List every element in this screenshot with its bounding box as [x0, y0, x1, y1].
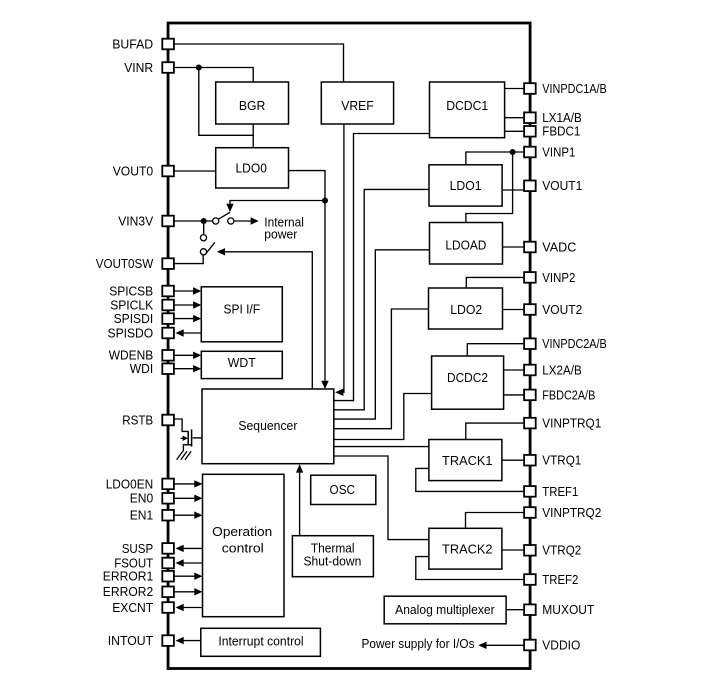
svg-text:LDO1: LDO1 [450, 178, 482, 193]
svg-text:VOUT0SW: VOUT0SW [96, 256, 154, 271]
svg-text:FSOUT: FSOUT [114, 555, 153, 570]
svg-text:VIN3V: VIN3V [118, 213, 153, 228]
svg-text:EN1: EN1 [130, 508, 154, 523]
svg-text:RSTB: RSTB [122, 412, 153, 427]
svg-text:Interrupt control: Interrupt control [218, 634, 303, 649]
svg-text:LDO0: LDO0 [235, 161, 267, 176]
svg-text:VOUT1: VOUT1 [542, 178, 582, 193]
svg-text:VINPTRQ2: VINPTRQ2 [542, 505, 601, 520]
svg-text:FBDC1: FBDC1 [542, 124, 580, 139]
svg-text:VTRQ1: VTRQ1 [542, 453, 581, 468]
svg-text:BUFAD: BUFAD [112, 36, 153, 51]
svg-text:BGR: BGR [239, 98, 266, 113]
svg-text:VINPDC2A/B: VINPDC2A/B [542, 336, 607, 351]
svg-text:Operation: Operation [212, 524, 272, 539]
svg-text:VINPDC1A/B: VINPDC1A/B [542, 81, 607, 96]
svg-text:TREF2: TREF2 [542, 572, 578, 587]
svg-text:FBDC2A/B: FBDC2A/B [542, 387, 595, 402]
svg-text:ERROR1: ERROR1 [103, 569, 153, 584]
svg-text:WDI: WDI [130, 361, 154, 376]
svg-text:DCDC1: DCDC1 [446, 98, 488, 113]
svg-text:Sequencer: Sequencer [238, 418, 298, 433]
svg-text:WDT: WDT [228, 355, 256, 370]
svg-text:EXCNT: EXCNT [112, 600, 153, 615]
svg-text:VINR: VINR [124, 60, 153, 75]
svg-text:VTRQ2: VTRQ2 [542, 543, 581, 558]
svg-text:LX2A/B: LX2A/B [542, 362, 582, 377]
svg-text:VINP1: VINP1 [542, 144, 575, 159]
svg-text:VINP2: VINP2 [542, 270, 575, 285]
svg-text:Internal: Internal [264, 214, 304, 229]
svg-text:LX1A/B: LX1A/B [542, 110, 582, 125]
svg-text:EN0: EN0 [130, 491, 154, 506]
svg-text:OSC: OSC [330, 482, 356, 497]
svg-text:VADC: VADC [542, 239, 576, 254]
svg-text:SPI I/F: SPI I/F [224, 301, 261, 316]
svg-text:Thermal: Thermal [311, 541, 355, 556]
svg-text:INTOUT: INTOUT [108, 633, 154, 648]
svg-text:LDO0EN: LDO0EN [106, 476, 154, 491]
svg-text:WDENB: WDENB [109, 348, 154, 363]
svg-text:SPICSB: SPICSB [109, 283, 153, 298]
svg-text:SPISDI: SPISDI [114, 311, 154, 326]
svg-text:VOUT0: VOUT0 [113, 163, 154, 178]
svg-text:DCDC2: DCDC2 [447, 370, 488, 385]
svg-text:TRACK1: TRACK1 [442, 453, 493, 468]
svg-text:LDOAD: LDOAD [445, 238, 486, 253]
svg-text:VREF: VREF [341, 98, 374, 113]
svg-text:VDDIO: VDDIO [542, 637, 580, 652]
svg-text:VOUT2: VOUT2 [542, 302, 582, 317]
svg-text:SPICLK: SPICLK [110, 297, 153, 312]
svg-text:VINPTRQ1: VINPTRQ1 [542, 416, 601, 431]
svg-text:SPISDO: SPISDO [108, 325, 154, 340]
svg-text:ERROR2: ERROR2 [103, 584, 153, 599]
svg-text:control: control [222, 541, 264, 556]
svg-text:TRACK2: TRACK2 [442, 542, 493, 557]
svg-text:power: power [264, 226, 298, 241]
svg-text:Analog multiplexer: Analog multiplexer [395, 602, 495, 617]
svg-text:Power supply for I/Os: Power supply for I/Os [362, 636, 475, 651]
svg-text:SUSP: SUSP [122, 541, 154, 556]
svg-text:Shut-down: Shut-down [303, 553, 361, 568]
svg-text:TREF1: TREF1 [542, 484, 578, 499]
svg-text:LDO2: LDO2 [450, 302, 482, 317]
svg-text:MUXOUT: MUXOUT [542, 602, 594, 617]
